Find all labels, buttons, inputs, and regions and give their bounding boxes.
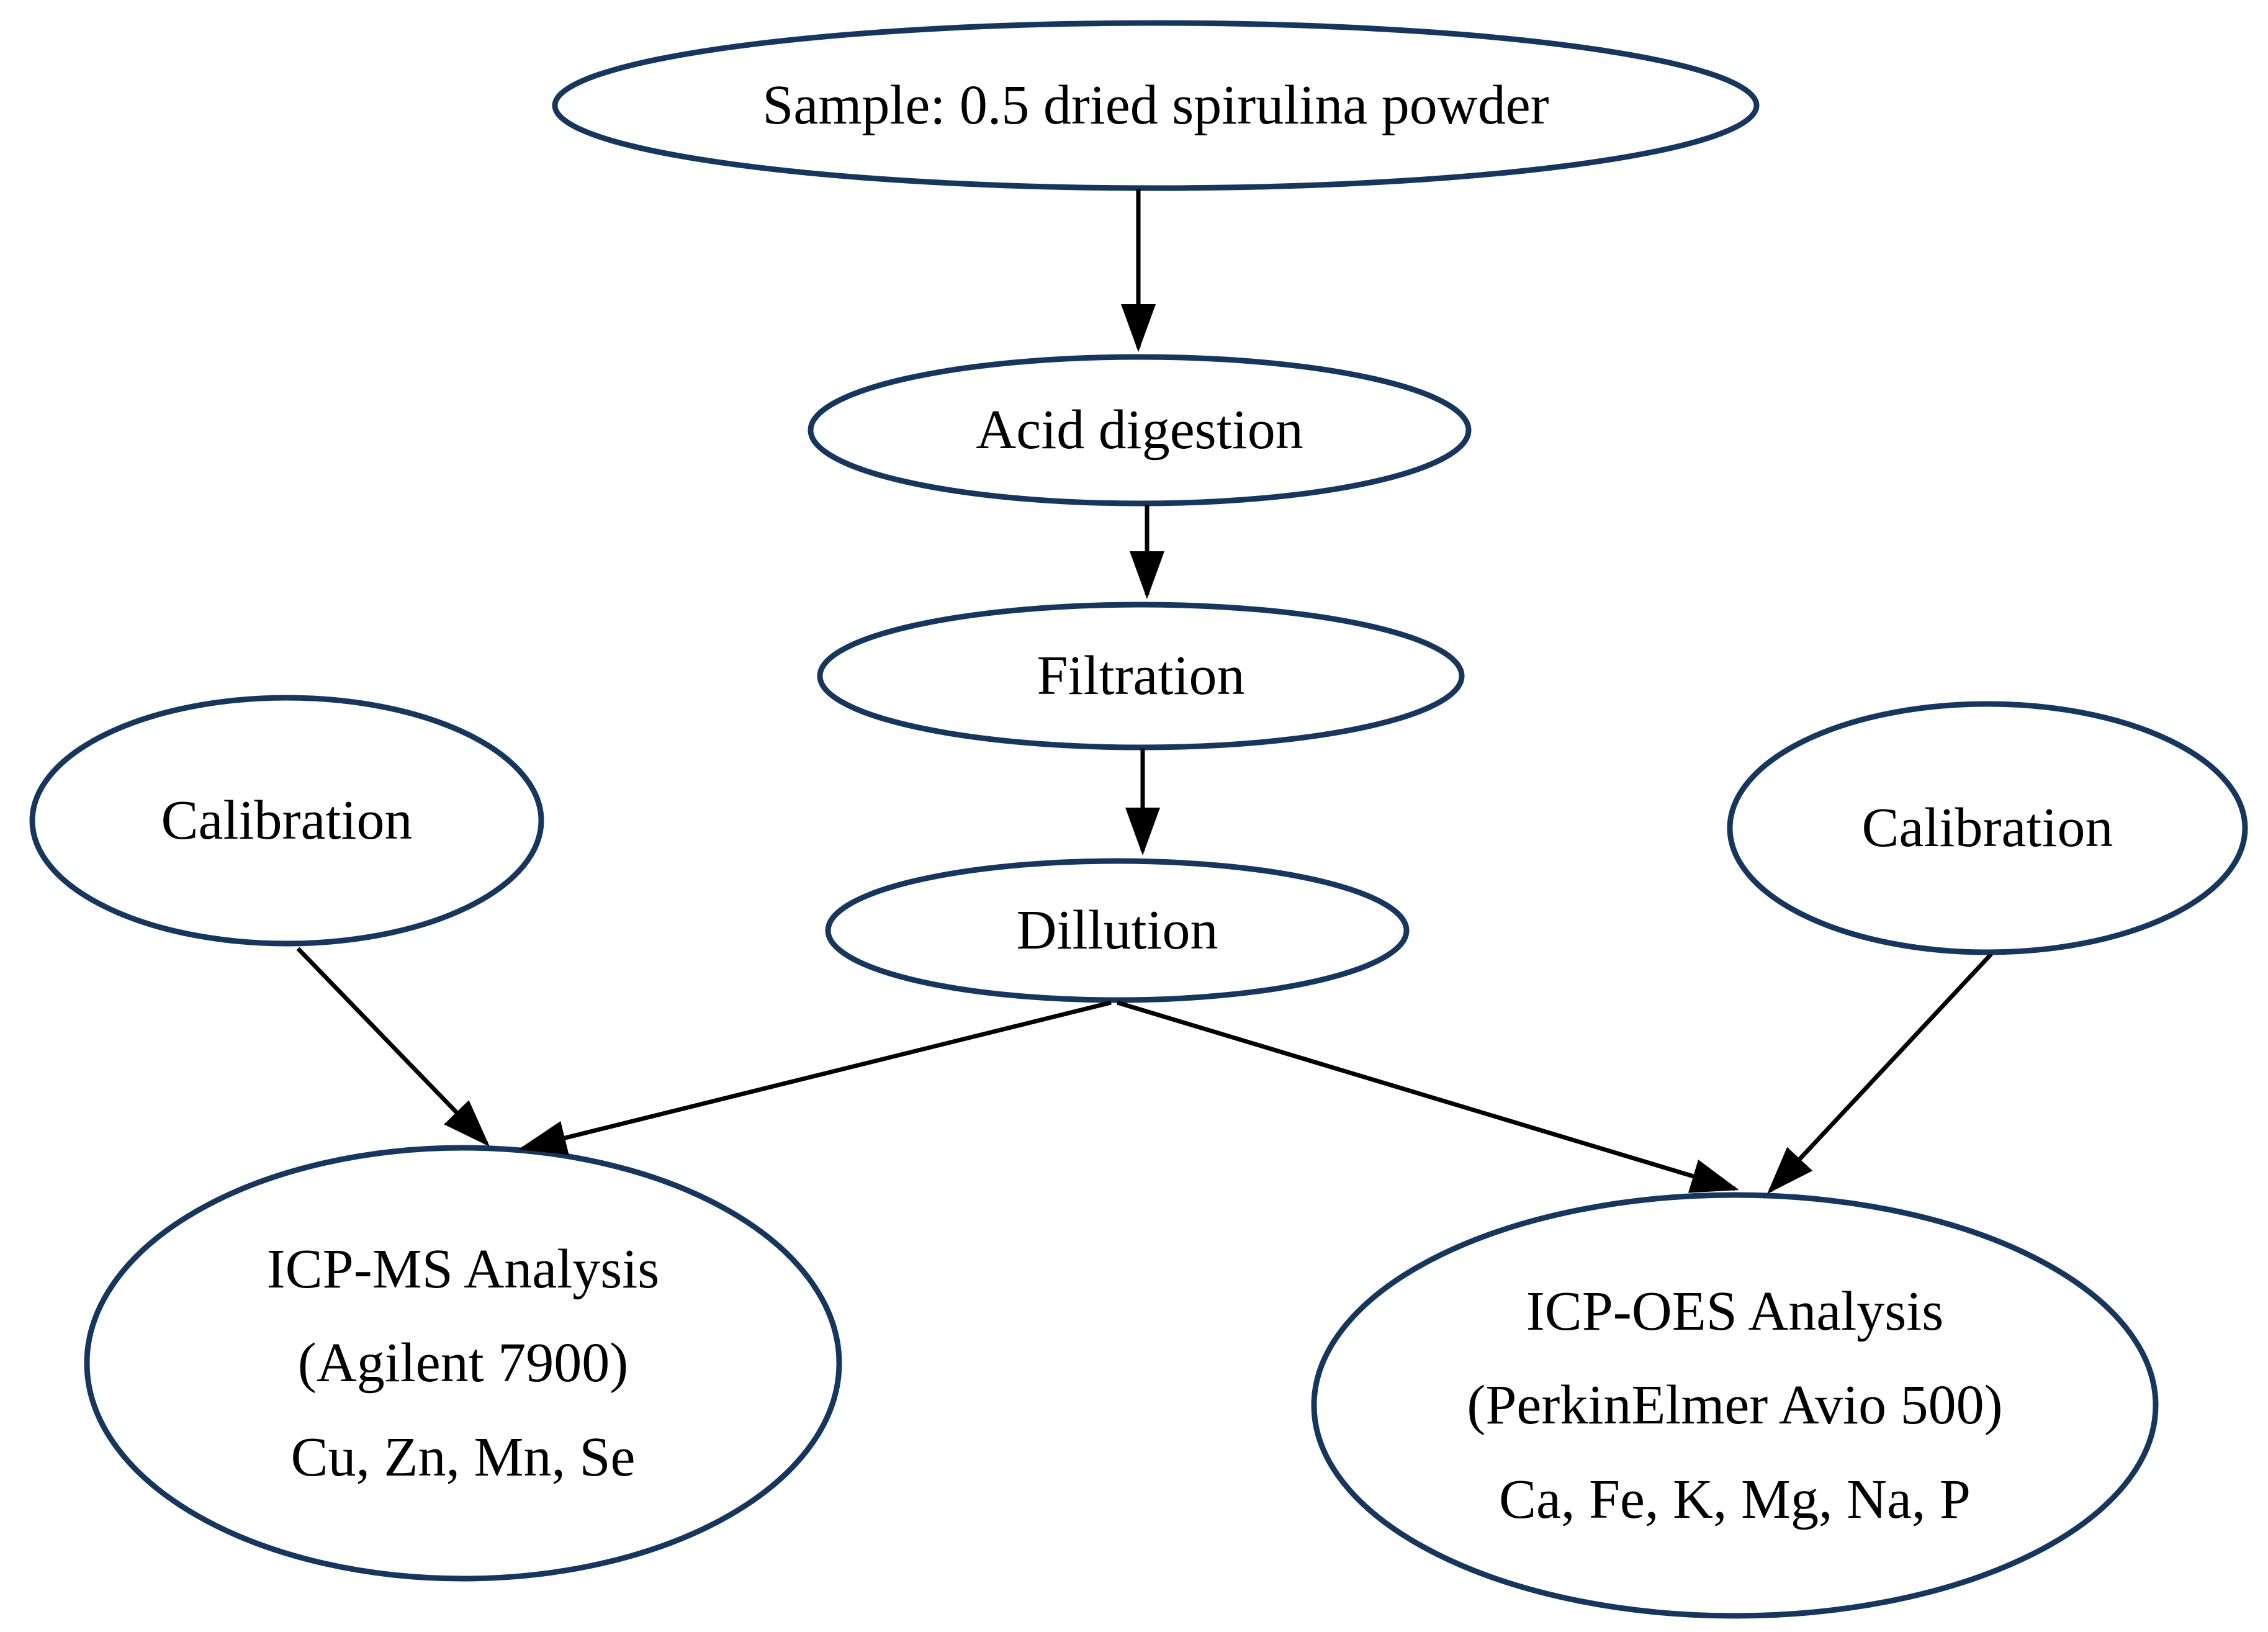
node-acid-digestion: Acid digestion (811, 357, 1469, 503)
node-icp-ms-line-2: (Agilent 7900) (297, 1332, 629, 1394)
sample-node-ellipse (552, 20, 1760, 191)
node-icp-ms-line-3: Cu, Zn, Mn, Se (290, 1426, 636, 1488)
node-dillution-label: Dillution (1016, 899, 1218, 962)
node-icp-ms: ICP-MS Analysis (Agilent 7900) Cu, Zn, M… (87, 1148, 839, 1579)
node-icp-oes: ICP-OES Analysis (PerkinElmer Avio 500) … (1314, 1195, 2156, 1616)
node-acid-digestion-label: Acid digestion (976, 399, 1303, 461)
arrow-calibration-left-to-icp-ms (296, 947, 490, 1147)
node-filtration: Filtration (820, 605, 1462, 747)
node-sample: Sample: 0.5 dried spirulina powder (555, 23, 1757, 188)
node-icp-oes-line-1: ICP-OES Analysis (1526, 1281, 1944, 1343)
arrow-dillution-to-icp-oes (1116, 1000, 1739, 1193)
icp-ms-node-ellipse (84, 1145, 842, 1582)
node-calibration-left-label: Calibration (161, 790, 413, 852)
dillution-node-ellipse (825, 858, 1410, 1003)
filtration-node-ellipse (817, 602, 1465, 751)
arrow-dillution-to-icp-ms (518, 1000, 1112, 1155)
arrow-calibration-right-to-icp-oes (1767, 952, 1993, 1194)
node-icp-oes-line-2: (PerkinElmer Avio 500) (1467, 1374, 2003, 1436)
node-icp-ms-line-1: ICP-MS Analysis (266, 1238, 660, 1301)
node-calibration-right: Calibration (1730, 704, 2245, 952)
node-sample-label: Sample: 0.5 dried spirulina powder (762, 74, 1549, 137)
node-filtration-label: Filtration (1037, 645, 1245, 707)
node-icp-oes-line-3: Ca, Fe, K, Mg, Na, P (1499, 1468, 1971, 1530)
node-calibration-left: Calibration (32, 698, 541, 944)
acid-digestion-node-ellipse (808, 354, 1472, 507)
calibration-left-node-ellipse (29, 695, 544, 947)
node-dillution: Dillution (828, 861, 1406, 1000)
calibration-right-node-ellipse (1727, 701, 2248, 955)
node-calibration-right-label: Calibration (1861, 797, 2113, 859)
icp-oes-node-ellipse (1311, 1192, 2159, 1619)
